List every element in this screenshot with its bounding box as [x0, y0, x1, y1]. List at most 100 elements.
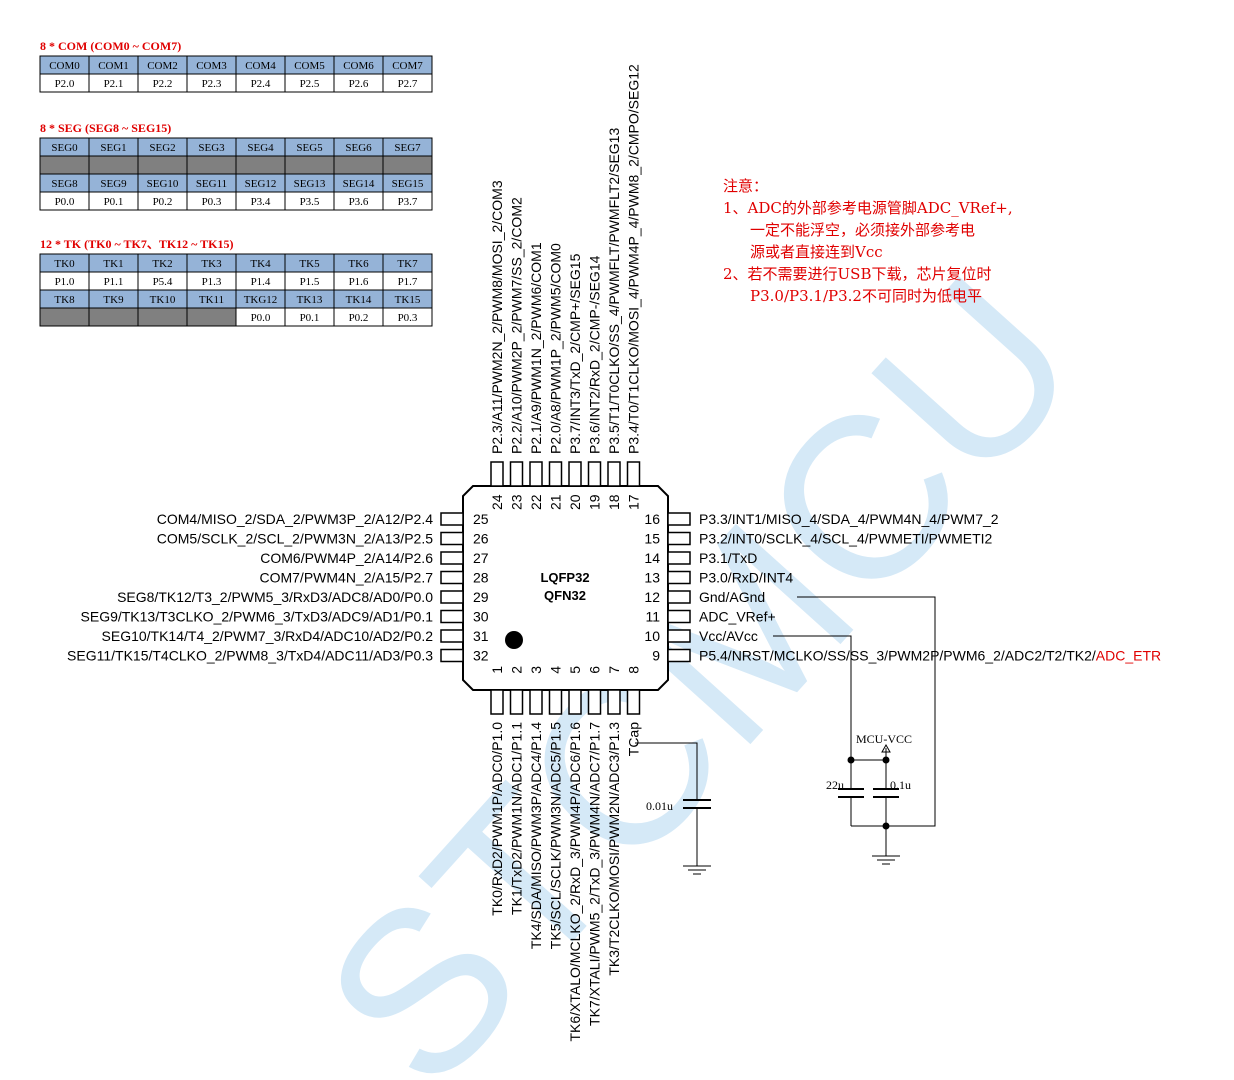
table-tk-cell-text: TK1: [103, 258, 123, 270]
table-seg-cell: [382, 155, 433, 175]
table-seg-cell-text: SEG0: [51, 142, 78, 154]
note-line-2: 一定不能浮空，必须接外部参考电: [750, 221, 975, 239]
pin-25-number: 25: [473, 511, 489, 527]
table-tk-cell-text: TK7: [397, 258, 418, 270]
pin-6-label: TK7/XTALI/PWM5_2/TxD_3/PWM4N/ADC7/P1.7: [587, 722, 603, 1026]
note-line-3: 源或者直接连到Vcc: [750, 243, 883, 261]
pin-14-label-main: P3.1/TxD: [699, 550, 757, 566]
table-seg-cell-text: SEG14: [343, 178, 375, 190]
table-com-cell-text: COM6: [343, 60, 374, 72]
pin-30-pad: [440, 609, 464, 624]
pin-21-number: 21: [548, 494, 564, 510]
pin-5-number: 5: [567, 666, 583, 674]
pin-4-label: TK5/SCL/SCLK/PWM3N/ADC5/P1.5: [548, 722, 564, 949]
table-com-cell-text: P2.5: [300, 78, 320, 90]
pin-11-label-main: ADC_VRef+: [699, 609, 776, 625]
note-line-1: 1、ADC的外部参考电源管脚ADC_VRef+,: [723, 199, 1013, 217]
pin-18-number: 18: [606, 494, 622, 510]
pin-18-label: P3.5/T1/T0CLKO/SS_4/PWMFLT/PWMFLT2/SEG13: [606, 128, 622, 454]
pin-5-pad: [568, 689, 582, 715]
pin-2-pad: [509, 689, 524, 715]
pin-10-label-main: Vcc/AVcc: [699, 628, 758, 644]
cap-001u-label: 0.01u: [646, 799, 673, 813]
pin-11-label: ADC_VRef+: [699, 609, 776, 625]
table-tk-cell-text: P0.0: [251, 312, 271, 324]
mcu-vcc-arrow: [881, 743, 891, 753]
pin-22-pad: [529, 461, 543, 487]
table-tk-cell-text: TK2: [152, 258, 172, 270]
package-label-qfn32: QFN32: [544, 588, 586, 603]
pin-26-pad: [440, 531, 464, 546]
pin-3-label: TK4/SDA/MISO/PWM3P/ADC4/P1.4: [528, 722, 544, 949]
table-seg-cell-text: P3.5: [300, 196, 320, 208]
table-com-cell-text: P2.1: [104, 78, 124, 90]
cap-22u-label: 22u: [826, 778, 844, 792]
table-tk-cell-text: P0.1: [300, 312, 320, 324]
pin-23-label: P2.2/A10/PWM2P_2/PWM7/SS_2/COM2: [509, 197, 525, 454]
pin-22-number: 22: [528, 494, 544, 510]
pin-4-pad: [548, 689, 563, 715]
pin-3-number: 3: [528, 666, 544, 674]
pin-12-label: Gnd/AGnd: [699, 589, 765, 605]
table-seg-cell-text: SEG5: [296, 142, 323, 154]
table-seg-cell: [88, 155, 139, 175]
pin-15-label-main: P3.2/INT0/SCLK_4/SCL_4/PWMETI/PWMETI2: [699, 531, 993, 547]
pin-27-number: 27: [473, 550, 489, 566]
pin-19-pad: [587, 461, 602, 487]
table-tk-cell-text: TK9: [103, 294, 124, 306]
pin-22-label: P2.1/A9/PWM1N_2/PWM6/COM1: [528, 242, 544, 454]
pins-layer: 25 COM4/MISO_2/SDA_2/PWM3P_2/A12/P2.4 2 6 CO…: [67, 64, 1161, 1042]
table-com-cell-text: P2.3: [202, 78, 222, 90]
pin-12-label-main: Gnd/AGnd: [699, 589, 765, 605]
pin-31-number: 31: [473, 628, 489, 644]
table-seg-cell: [382, 191, 433, 211]
table-com-cell-text: COM1: [98, 60, 129, 72]
table-seg-cell: [284, 155, 335, 175]
pin-3-pad: [529, 689, 543, 715]
pin-18-pad: [607, 461, 621, 487]
pin-31-label: SEG10/TK14/T4_2/PWM7_3/RxD4/ADC10/AD2/P0…: [102, 628, 434, 644]
pin-8-pad: [626, 689, 641, 715]
table-tk-cell-text: P0.2: [349, 312, 369, 324]
pin-15-number: 15: [644, 531, 660, 547]
pin-9-label-red: ADC_ETR: [1096, 648, 1161, 664]
pin-28-number: 28: [473, 570, 489, 586]
table-tk-cell-text: TKG12: [244, 294, 278, 306]
pin-11-number: 11: [645, 609, 660, 625]
table-seg-cell-text: SEG4: [247, 142, 274, 154]
pin-1-number: 1: [489, 666, 505, 674]
pin-12-number: 12: [644, 589, 660, 605]
pin-9-number: 9: [652, 648, 660, 664]
pin-32-pad: [440, 648, 464, 663]
table-tk-cell-text: TK15: [395, 294, 421, 306]
table-seg-cell-text: SEG11: [196, 178, 227, 190]
pin-5-label: TK6/XTALO/MCLKO_2/RxD_3/PWM4P/ADC6/P1.6: [567, 722, 583, 1042]
pin-6-number: 6: [587, 666, 603, 674]
pin-19-label: P3.6/INT2/RxD_2/CMP-/SEG14: [587, 255, 603, 454]
pin-14-label: P3.1/TxD: [699, 550, 757, 566]
note-block: 注意： 1、ADC的外部参考电源管脚ADC_VRef+, 一定不能浮空，必须接外…: [723, 177, 1013, 305]
table-seg-cell-text: SEG9: [100, 178, 127, 190]
pin-27-label: COM6/PWM4P_2/A14/P2.6: [260, 550, 433, 566]
table-seg-cell: [39, 155, 90, 175]
table-tk-cell-text: TK0: [54, 258, 75, 270]
table-seg-cell-text: P3.7: [398, 196, 418, 208]
pin-24-number: 24: [489, 494, 505, 510]
pin-2-number: 2: [509, 666, 525, 674]
pin-31-pad: [440, 629, 464, 643]
table-seg-cell-text: SEG15: [392, 178, 424, 190]
pin-16-pad: [667, 512, 691, 526]
table-com-cell-text: COM4: [245, 60, 276, 72]
table-com-cell-text: P2.0: [55, 78, 75, 90]
pin-9-label-main: P5.4/NRST/MCLKO/SS/SS_3/PWM2P/PWM6_2/ADC…: [699, 648, 1096, 664]
note-line-4: 2、若不需要进行USB下载，芯片复位时: [723, 265, 992, 283]
pin-13-label: P3.0/RxD/INT4: [699, 570, 793, 586]
table-seg-cell-text: P3.6: [349, 196, 369, 208]
table-tk-cell-text: P0.3: [398, 312, 418, 324]
pin-16-label: P3.3/INT1/MISO_4/SDA_4/PWM4N_4/PWM7_2: [699, 511, 999, 527]
table-com-cell-text: COM2: [147, 60, 178, 72]
pin-25-label: COM4/MISO_2/SDA_2/PWM3P_2/A12/P2.4: [157, 511, 433, 527]
table-tk-cell: [382, 307, 433, 327]
table-tk-cell-text: TK5: [299, 258, 320, 270]
table-seg-cell: [333, 155, 384, 175]
